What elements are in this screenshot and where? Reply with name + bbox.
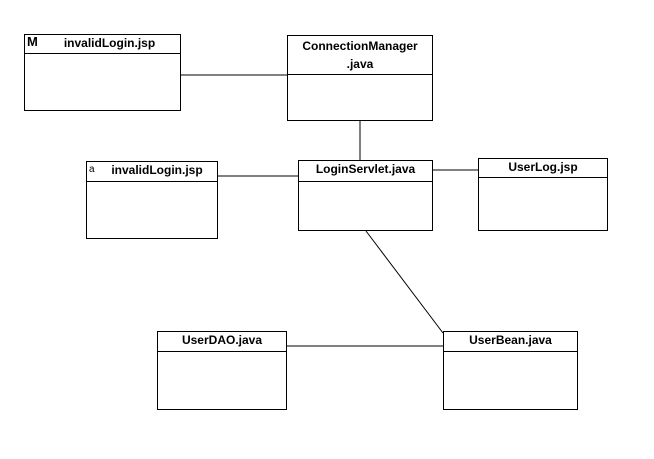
class-name: LoginServlet.java [315,162,416,176]
a-glyph-icon: a [89,164,95,175]
m-glyph-icon: M [27,34,38,49]
class-title: UserDAO.java [158,332,286,352]
edge-loginservlet-to-userbean [365,230,444,334]
class-box-userbean[interactable]: UserBean.java [443,331,578,410]
class-name: invalidLogin.jsp [63,36,156,50]
class-box-invalidlogin-top[interactable]: M invalidLogin.jsp [24,34,181,111]
class-title: M invalidLogin.jsp [25,35,180,54]
class-box-userdao[interactable]: UserDAO.java [157,331,287,410]
class-box-invalidlogin-mid[interactable]: a invalidLogin.jsp [86,161,218,239]
class-box-loginservlet[interactable]: LoginServlet.java [298,160,433,231]
class-name: UserBean.java [469,333,552,347]
class-title: UserLog.jsp [479,159,607,178]
class-title: a invalidLogin.jsp [87,162,217,182]
class-name: UserDAO.java [181,333,263,347]
class-title: UserBean.java [444,332,577,352]
class-name: ConnectionManager .java [302,39,418,71]
class-name: UserLog.jsp [508,160,578,174]
class-title: ConnectionManager .java [297,36,423,74]
class-box-userlog[interactable]: UserLog.jsp [478,158,608,231]
class-title: LoginServlet.java [299,161,432,182]
class-box-connectionmanager[interactable]: ConnectionManager .java [287,35,433,121]
class-name: invalidLogin.jsp [111,163,203,177]
class-title-divider [288,74,432,75]
